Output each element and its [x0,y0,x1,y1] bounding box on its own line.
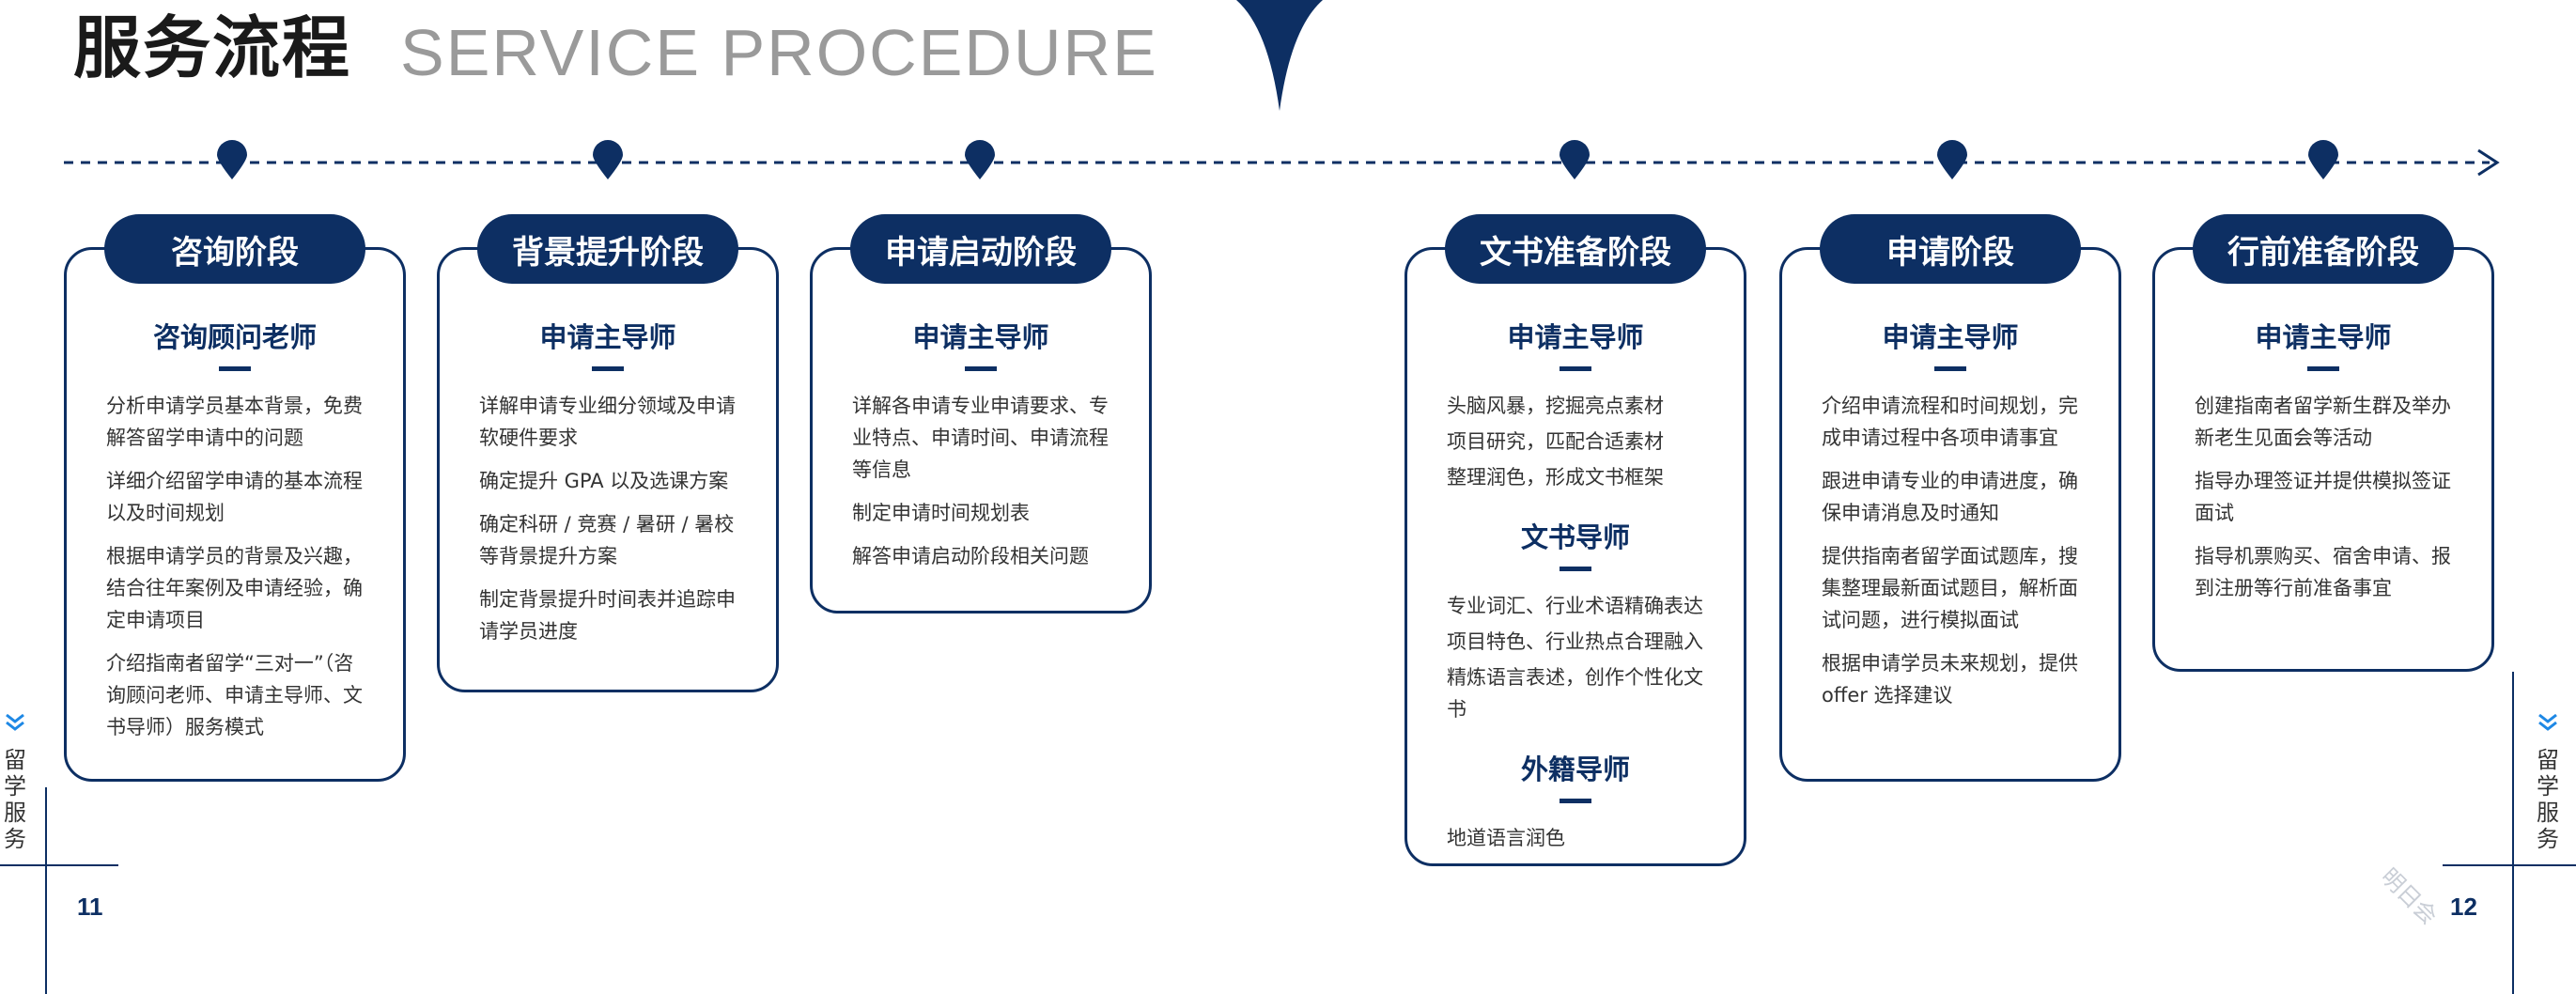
role-title: 申请主导师 [1507,321,1644,353]
arrow-right-icon [2477,148,2500,177]
list-item: 专业词汇、行业术语精确表达 [1447,595,1703,617]
list-item: 整理润色，形成文书框架 [1447,466,1664,489]
list-item: 创建指南者留学新生群及举办新老生见面会等活动 [2195,395,2451,449]
role-underline [219,366,251,371]
page-number-left: 11 [77,893,103,921]
list-item: 详解各申请专业申请要求、专业特点、申请时间、申请流程等信息 [852,395,1109,481]
role-underline [965,366,997,371]
side-label-right: 留学服务 [2537,747,2559,852]
stage-card-background-improvement: 背景提升阶段 申请主导师 详解申请专业细分领域及申请软硬件要求 确定提升 GPA… [437,214,779,692]
map-pin-icon [593,140,623,179]
stage-title: 申请阶段 [1820,214,2081,284]
list-item: 根据申请学员的背景及兴趣，结合往年案例及申请经验，确定申请项目 [106,545,363,631]
stage-card-document-preparation: 文书准备阶段 申请主导师 头脑风暴，挖掘亮点素材 项目研究，匹配合适素材 整理润… [1404,214,1746,866]
list-item: 介绍指南者留学“三对一”（咨询顾问老师、申请主导师、文书导师）服务模式 [106,652,363,738]
list-item: 详解申请专业细分领域及申请软硬件要求 [479,395,736,449]
list-item: 解答申请启动阶段相关问题 [852,545,1089,567]
double-chevron-down-icon [6,713,24,731]
stage-card-application-launch: 申请启动阶段 申请主导师 详解各申请专业申请要求、专业特点、申请时间、申请流程等… [810,214,1152,613]
page-subtitle-en: SERVICE PROCEDURE [400,16,1158,89]
list-item: 项目研究，匹配合适素材 [1447,430,1664,453]
stage-card-pre-departure: 行前准备阶段 申请主导师 创建指南者留学新生群及举办新老生见面会等活动 指导办理… [2152,214,2494,672]
list-item: 确定提升 GPA 以及选课方案 [479,470,729,492]
stage-title: 行前准备阶段 [2193,214,2454,284]
list-item: 地道语言润色 [1447,827,1565,849]
role-underline [1560,567,1591,571]
role-underline [1934,366,1966,371]
role-title: 申请主导师 [912,321,1049,353]
list-item: 精炼语言表述，创作个性化文书 [1447,666,1703,721]
stage-title: 背景提升阶段 [477,214,738,284]
map-pin-icon [1560,140,1590,179]
side-label-left: 留学服务 [4,747,26,852]
map-pin-icon [2308,140,2338,179]
top-wedge-decoration [1236,0,1323,111]
watermark: 明日会 [2375,862,2443,930]
page-number-right: 12 [2450,893,2477,921]
list-item: 提供指南者留学面试题库，搜集整理最新面试题目，解析面试问题，进行模拟面试 [1822,545,2078,631]
list-item: 项目特色、行业热点合理融入 [1447,630,1703,653]
role-title: 申请主导师 [539,321,676,353]
page-title: 服务流程 [73,8,352,87]
map-pin-icon [965,140,995,179]
list-item: 指导办理签证并提供模拟签证面试 [2195,470,2451,524]
role-title: 文书导师 [1520,521,1630,553]
footer-vline-left [45,787,47,994]
stage-card-consultation: 咨询阶段 咨询顾问老师 分析申请学员基本背景，免费解答留学申请中的问题 详细介绍… [64,214,406,782]
list-item: 指导机票购买、宿舍申请、报到注册等行前准备事宜 [2195,545,2451,599]
timeline [64,140,2500,179]
list-item: 跟进申请专业的申请进度，确保申请消息及时通知 [1822,470,2078,524]
footer-hline-left [0,864,118,866]
role-title: 外籍导师 [1520,753,1630,785]
list-item: 头脑风暴，挖掘亮点素材 [1447,395,1664,417]
list-item: 介绍申请流程和时间规划，完成申请过程中各项申请事宜 [1822,395,2078,449]
stage-title: 咨询阶段 [104,214,365,284]
stage-title: 文书准备阶段 [1445,214,1706,284]
role-underline [1560,799,1591,803]
role-title: 咨询顾问老师 [152,321,317,353]
footer-hline-right [2443,864,2576,866]
list-item: 制定背景提升时间表并追踪申请学员进度 [479,588,736,643]
role-title: 申请主导师 [1882,321,2019,353]
role-underline [592,366,624,371]
footer-vline-right [2512,672,2514,994]
list-item: 详细介绍留学申请的基本流程以及时间规划 [106,470,363,524]
stage-title: 申请启动阶段 [850,214,1111,284]
map-pin-icon [1937,140,1967,179]
stage-card-application: 申请阶段 申请主导师 介绍申请流程和时间规划，完成申请过程中各项申请事宜 跟进申… [1779,214,2121,782]
list-item: 分析申请学员基本背景，免费解答留学申请中的问题 [106,395,363,449]
list-item: 制定申请时间规划表 [852,502,1030,524]
list-item: 确定科研 / 竞赛 / 暑研 / 暑校等背景提升方案 [479,513,735,567]
map-pin-icon [217,140,247,179]
role-title: 申请主导师 [2255,321,2392,353]
double-chevron-down-icon [2538,713,2557,731]
role-underline [2307,366,2339,371]
list-item: 根据申请学员未来规划，提供 offer 选择建议 [1822,652,2078,707]
role-underline [1560,366,1591,371]
